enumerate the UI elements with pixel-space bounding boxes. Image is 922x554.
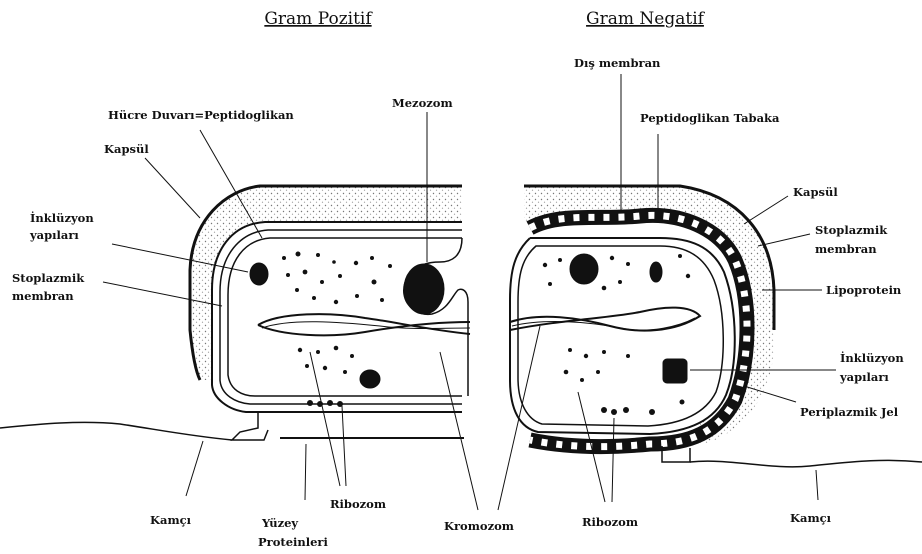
label-yuzey-2: Proteinleri: [258, 535, 328, 549]
label-kamci-left: Kamçı: [150, 513, 192, 527]
inklusyon-left-2: [360, 370, 380, 388]
title-gram-positive: Gram Pozitif: [264, 9, 373, 29]
label-stoplazmik-right-2: membran: [815, 242, 877, 256]
label-mezozom: Mezozom: [392, 96, 453, 110]
pointer-yuzey: [305, 444, 306, 500]
stoplazmik-membran-right-inner: [518, 246, 723, 426]
pointer-stoplazmik-right: [758, 234, 810, 246]
label-yuzey-1: Yüzey: [261, 516, 298, 530]
label-stoplazmik-left-2: membran: [12, 289, 74, 303]
label-hucre-duvari: Hücre Duvarı=Peptidoglikan: [108, 108, 294, 122]
pointer-kapsul-right: [744, 196, 788, 224]
pointer-kamci-right: [816, 470, 818, 500]
cell-wall-left-inner: [220, 230, 462, 404]
ribozom-dots-right: [543, 254, 690, 415]
label-kamci-right: Kamçı: [790, 511, 832, 525]
inklusyon-right-3: [663, 359, 687, 383]
label-kapsul-left: Kapsül: [104, 142, 149, 156]
cell-wall-left-outer: [212, 222, 462, 412]
label-inkluzyon-right-1: İnklüzyon: [840, 351, 904, 365]
mezozom: [404, 264, 444, 314]
label-kromozom: Kromozom: [444, 519, 514, 533]
inklusyon-right-2: [650, 262, 662, 282]
label-lipoprotein: Lipoprotein: [826, 283, 902, 297]
label-stoplazmik-right-1: Stoplazmik: [815, 223, 888, 237]
inklusyon-left-1: [250, 263, 268, 285]
label-inkluzyon-left-2: yapıları: [29, 228, 79, 242]
pointer-kromozom-right: [498, 326, 540, 510]
kromozom-right-1: [510, 308, 700, 331]
label-kapsul-right: Kapsül: [793, 185, 838, 199]
pointer-kromozom-left: [440, 352, 478, 510]
pointer-ribozom-right-2: [612, 418, 614, 502]
inklusyon-right-1: [570, 254, 598, 284]
label-ribozom-left: Ribozom: [330, 497, 386, 511]
label-periplazmik-jel: Periplazmik Jel: [800, 405, 899, 419]
label-stoplazmik-left-1: Stoplazmik: [12, 271, 85, 285]
pointer-kamci-left: [186, 441, 203, 496]
label-inkluzyon-right-2: yapıları: [839, 370, 889, 384]
gram-negative-cell: [510, 186, 774, 462]
label-dis-membran: Dış membran: [574, 56, 661, 70]
pointer-ribozom-left-1: [310, 352, 340, 486]
stoplazmik-membran-right-outer: [510, 238, 735, 434]
kamci-right: [690, 460, 922, 466]
kamci-base-left: [232, 412, 268, 440]
mezozom-membrane: [404, 238, 468, 396]
label-inkluzyon-left-1: İnklüzyon: [30, 211, 94, 225]
label-ribozom-right: Ribozom: [582, 515, 638, 529]
pointer-kapsul-left: [145, 158, 200, 218]
label-peptidoglikan-tabaka: Peptidoglikan Tabaka: [640, 111, 780, 125]
pointer-ribozom-left-2: [342, 406, 346, 486]
gram-positive-cell: [190, 186, 470, 440]
kamci-left: [0, 422, 232, 440]
title-gram-negative: Gram Negatif: [586, 9, 706, 29]
